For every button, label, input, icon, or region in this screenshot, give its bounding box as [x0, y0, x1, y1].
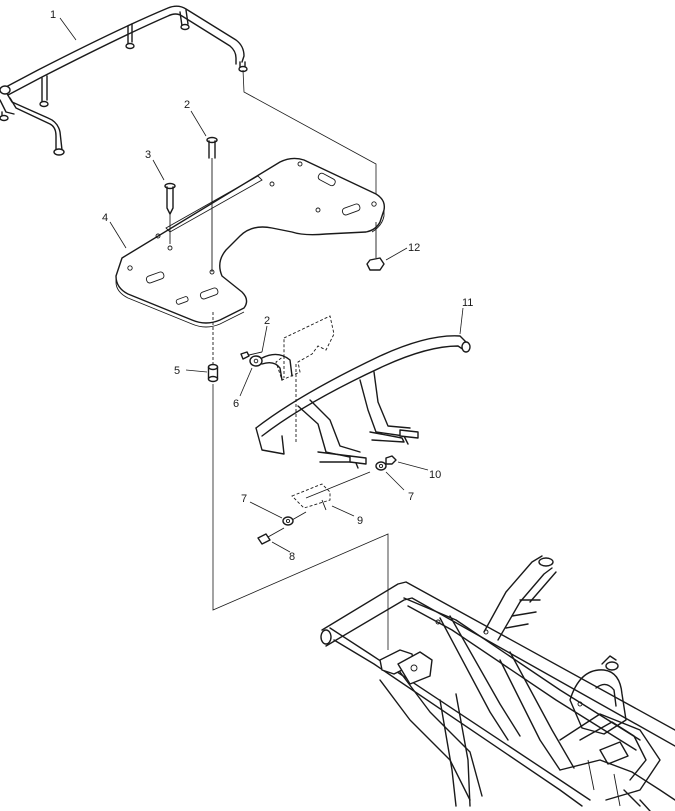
callout-3: 3 — [145, 149, 151, 161]
callout-2-upper: 2 — [184, 99, 190, 111]
callout-5: 5 — [174, 365, 180, 377]
rack-rail-part-1 — [0, 5, 248, 156]
mounting-bracket-upper — [275, 315, 335, 444]
callout-9: 9 — [357, 515, 363, 527]
callout-7-lower: 7 — [241, 493, 247, 505]
callout-6: 6 — [233, 398, 239, 410]
callout-12: 12 — [408, 242, 420, 254]
bolt-part-2-lower — [240, 351, 263, 360]
callout-8: 8 — [289, 551, 295, 563]
callout-2-lower: 2 — [264, 315, 270, 327]
grab-bar-part-11 — [255, 335, 471, 469]
washer-part-7-right — [375, 461, 387, 471]
callout-4: 4 — [102, 212, 108, 224]
callout-leaders — [59, 17, 464, 553]
spacer-part-5 — [207, 312, 389, 650]
vehicle-frame — [320, 555, 675, 811]
clamp-part-6 — [249, 353, 293, 381]
nut-part-10 — [385, 455, 397, 465]
washer-part-7-lower — [282, 511, 307, 526]
callout-labels: 1 2 3 4 12 11 2 5 6 10 7 7 9 8 — [50, 9, 473, 563]
assembly-line-rail-to-rack — [242, 69, 377, 196]
rack-plate-part-4 — [115, 157, 386, 328]
callout-1: 1 — [50, 9, 56, 21]
nut-part-12 — [366, 222, 385, 271]
screw-part-3 — [164, 182, 176, 244]
bolt-part-8 — [257, 527, 285, 545]
callout-7-right: 7 — [408, 491, 414, 503]
bolt-part-2-upper — [206, 136, 218, 272]
plate-part-9 — [291, 471, 371, 511]
callout-11: 11 — [462, 297, 473, 309]
callout-10: 10 — [429, 469, 441, 481]
